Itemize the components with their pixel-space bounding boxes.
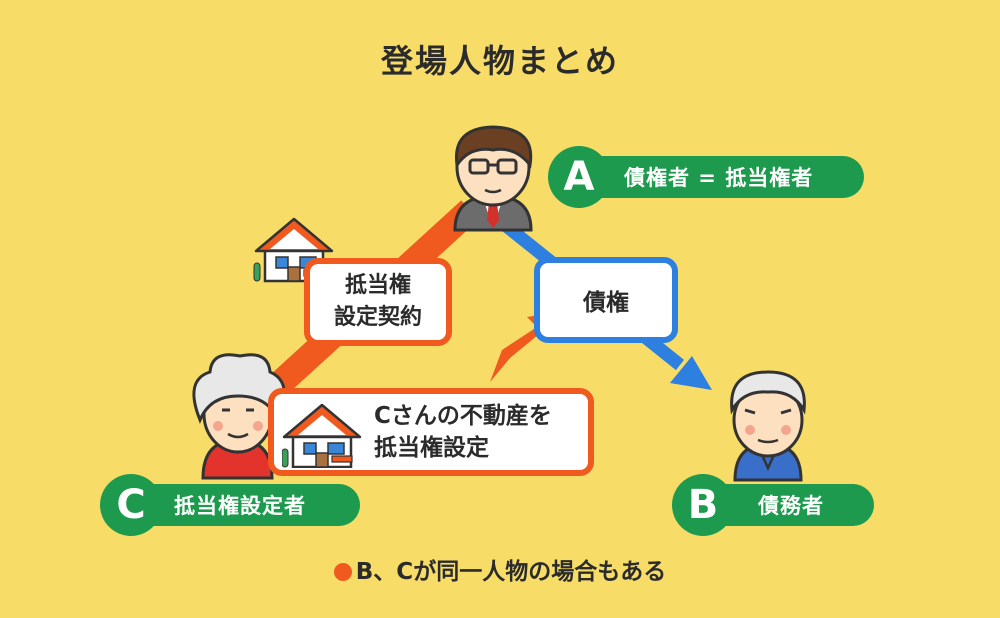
property-house-icon xyxy=(282,403,362,468)
party-c-badge: C xyxy=(100,474,162,536)
footnote: B、Cが同一人物の場合もある xyxy=(0,552,1000,586)
contract-box-line1: 抵当権 xyxy=(344,273,411,298)
property-box-line1: Cさんの不動産を xyxy=(374,403,552,429)
party-a-label: 債権者 = 抵当権者 xyxy=(560,156,864,198)
orange-dot-icon xyxy=(333,563,352,581)
person-b-avatar xyxy=(730,370,806,482)
party-b-badge: B xyxy=(672,474,734,536)
contract-box-line2: 設定契約 xyxy=(333,305,422,330)
property-box-line2: 抵当権設定 xyxy=(374,435,489,461)
contract-box: 抵当権 設定契約 xyxy=(304,258,452,346)
footnote-text: B、Cが同一人物の場合もある xyxy=(355,559,667,585)
party-a-badge: A xyxy=(548,146,610,208)
person-a-avatar xyxy=(453,125,533,232)
claim-box: 債権 xyxy=(534,257,678,343)
property-box: Cさんの不動産を 抵当権設定 xyxy=(268,388,594,476)
page-title: 登場人物まとめ xyxy=(380,42,619,80)
